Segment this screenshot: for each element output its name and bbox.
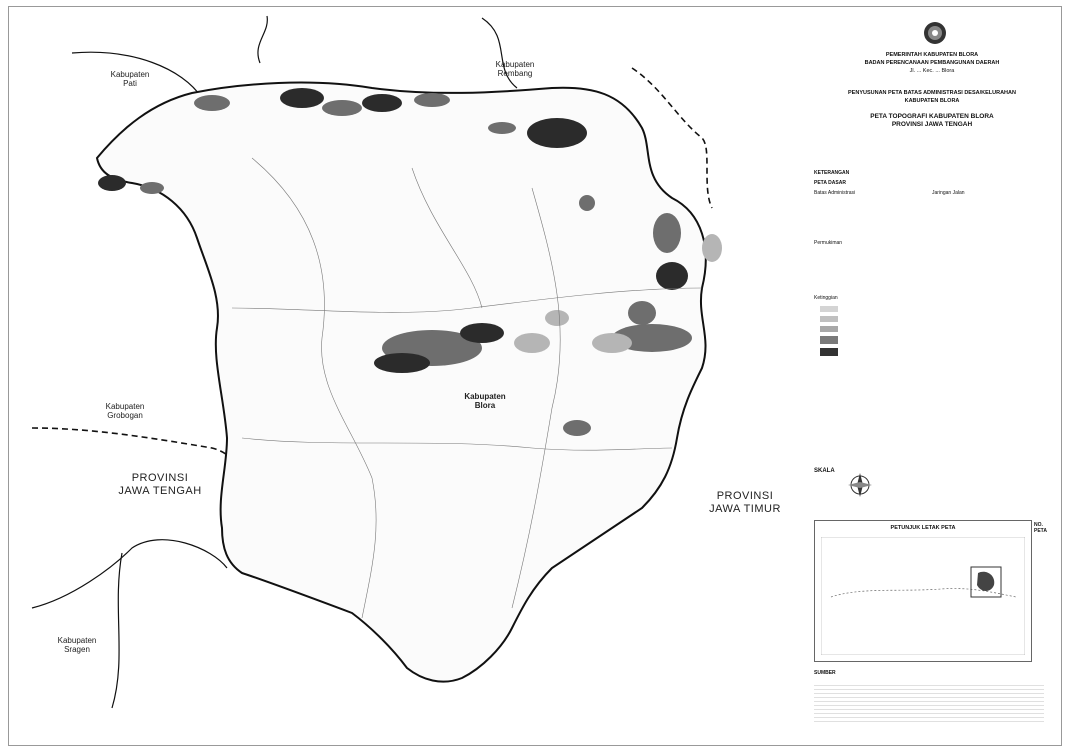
inset-locator-map xyxy=(821,537,1025,655)
label-pati: Kabupaten Pati xyxy=(110,70,150,89)
elevation-swatch-4 xyxy=(820,336,838,344)
inset-map-frame: PETUNJUK LETAK PETA xyxy=(814,520,1032,662)
label-provinsi-jawa-timur: PROVINSI JAWA TIMUR xyxy=(709,490,781,515)
gov-line-2: BADAN PERENCANAAN PEMBANGUNAN DAERAH xyxy=(864,60,1000,66)
regional-seal-icon xyxy=(924,22,946,44)
elevation-swatch-3 xyxy=(820,326,838,332)
legend-skala: SKALA xyxy=(814,468,835,474)
legend-batas: Batas Administrasi xyxy=(814,190,856,196)
southern-river xyxy=(111,552,123,709)
label-provinsi-jawa-tengah: PROVINSI JAWA TENGAH xyxy=(118,472,202,497)
legend-ketinggian: Ketinggian xyxy=(814,295,838,301)
project-line-2: KABUPATEN BLORA xyxy=(904,98,960,104)
source-notes xyxy=(814,682,1044,722)
elevation-swatch-1 xyxy=(820,306,838,312)
legend-sumber: SUMBER xyxy=(814,670,836,676)
legend-jaringan: Jaringan Jalan xyxy=(932,190,965,196)
compass-icon xyxy=(848,473,872,497)
provincial-dash-north xyxy=(631,67,713,209)
rembang-boundary xyxy=(257,15,518,89)
label-rembang: Kabupaten Rembang xyxy=(495,60,535,79)
label-blora: Kabupaten Blora xyxy=(464,392,506,411)
district-lines xyxy=(231,157,703,619)
topographic-map[interactable] xyxy=(12,8,802,736)
map-title-2: PROVINSI JAWA TENGAH xyxy=(891,121,973,128)
legend-keterangan: KETERANGAN xyxy=(814,170,850,176)
elevation-swatch-5 xyxy=(820,348,838,356)
gov-line-1: PEMERINTAH KABUPATEN BLORA xyxy=(885,52,979,58)
map-title-1: PETA TOPOGRAFI KABUPATEN BLORA xyxy=(870,113,994,120)
legend-no-peta: NO. PETA xyxy=(1034,522,1047,534)
legend-peta-dasar: PETA DASAR xyxy=(814,180,846,186)
gov-line-3: Jl. ... Kec. ... Blora xyxy=(909,68,955,74)
legend-permukiman: Permukiman xyxy=(814,240,843,246)
legend-panel: PEMERINTAH KABUPATEN BLORA BADAN PERENCA… xyxy=(812,10,1052,740)
inset-title: PETUNJUK LETAK PETA xyxy=(890,525,956,531)
relief-layer xyxy=(98,88,722,436)
blora-boundary xyxy=(95,81,707,683)
grobogan-sragen-boundary xyxy=(31,539,228,609)
elevation-swatch-2 xyxy=(820,316,838,322)
label-grobogan: Kabupaten Grobogan xyxy=(105,402,145,421)
project-line-1: PENYUSUNAN PETA BATAS ADMINISTRASI DESA/… xyxy=(848,90,1016,96)
label-sragen: Kabupaten Sragen xyxy=(57,636,97,655)
map-frame xyxy=(8,6,1062,746)
